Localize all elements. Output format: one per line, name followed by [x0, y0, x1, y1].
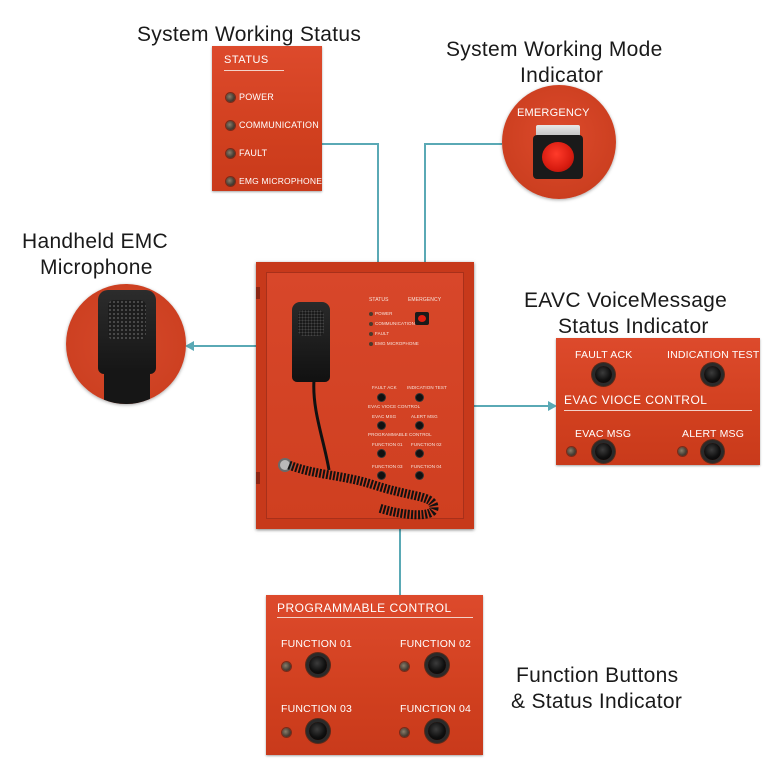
- cabinet-function-04-button[interactable]: [416, 472, 423, 479]
- cabinet-function-02: FUNCTION 02: [411, 442, 442, 447]
- caption-system-working-status: System Working Status: [137, 23, 362, 46]
- cabinet-mic-jack: [280, 460, 290, 470]
- status-led-emg-microphone: [226, 177, 235, 186]
- cabinet-function-03: FUNCTION 03: [372, 464, 403, 469]
- cabinet: STATUS POWER COMMUNICATION FAULT EMG MIC…: [256, 262, 474, 529]
- cabinet-alert-msg-button[interactable]: [416, 422, 423, 429]
- caption-func-line1: Function Buttons: [516, 664, 679, 687]
- function-03-led: [282, 728, 291, 737]
- cabinet-evac-msg-button[interactable]: [378, 422, 385, 429]
- connector-emergency-vertical: [424, 143, 426, 295]
- cabinet-function-03-button[interactable]: [378, 472, 385, 479]
- connector-emergency: [424, 143, 502, 145]
- connector-microphone: [192, 345, 292, 347]
- status-led-communication: [226, 121, 235, 130]
- microphone-detail-circle: [66, 284, 186, 404]
- cabinet-function-01-button[interactable]: [378, 450, 385, 457]
- caption-eavc-line1: EAVC VoiceMessage: [524, 289, 728, 312]
- function-03-label: FUNCTION 03: [281, 703, 353, 715]
- status-panel-title: STATUS: [224, 54, 269, 66]
- cabinet-evac-title: EVAC VIOCE CONTROL: [368, 404, 421, 409]
- status-panel: STATUS POWER COMMUNICATION FAULT EMG MIC…: [212, 46, 322, 191]
- function-02-label: FUNCTION 02: [400, 638, 472, 650]
- cabinet-emergency-button-cap: [418, 315, 426, 322]
- evac-msg-button[interactable]: [595, 443, 612, 460]
- caption-func-line2: & Status Indicator: [511, 690, 683, 713]
- emergency-detail-circle: EMERGENCY: [502, 85, 616, 199]
- fault-ack-button[interactable]: [595, 366, 612, 383]
- function-04-led: [400, 728, 409, 737]
- function-04-button[interactable]: [428, 722, 446, 740]
- cabinet-status-led-3: [369, 332, 373, 336]
- function-01-button[interactable]: [309, 656, 327, 674]
- status-label-power: POWER: [239, 92, 275, 102]
- cabinet-evac-msg: EVAC MSG: [372, 414, 397, 419]
- function-02-led: [400, 662, 409, 671]
- cabinet-function-02-button[interactable]: [416, 450, 423, 457]
- cabinet-function-01: FUNCTION 01: [372, 442, 403, 447]
- alert-msg-button[interactable]: [704, 443, 721, 460]
- cabinet-status-text-4: EMG MICROPHONE: [375, 341, 419, 346]
- indication-test-label: INDICATION TEST: [667, 349, 760, 361]
- connector-eavc-arrow: [548, 401, 557, 411]
- programmable-control-rule: [277, 617, 473, 618]
- cabinet-indication-test: INDICATION TEST: [407, 385, 447, 390]
- status-led-fault: [226, 149, 235, 158]
- fault-ack-label: FAULT ACK: [575, 349, 633, 361]
- connector-eavc: [438, 405, 550, 407]
- alert-msg-led: [678, 447, 687, 456]
- connector-status: [322, 143, 378, 145]
- caption-mic-line2: Microphone: [40, 256, 153, 279]
- alert-msg-label: ALERT MSG: [682, 428, 745, 440]
- cabinet-hinge-bottom: [256, 472, 260, 484]
- microphone-handle: [104, 372, 150, 404]
- cabinet-fault-ack-button[interactable]: [378, 394, 385, 401]
- eavc-panel: FAULT ACK INDICATION TEST EVAC VIOCE CON…: [556, 338, 760, 465]
- status-led-power: [226, 93, 235, 102]
- cabinet-microphone-grille: [298, 310, 324, 336]
- emergency-button[interactable]: [542, 142, 574, 172]
- cabinet-status-text-2: COMMUNICATION: [375, 321, 415, 326]
- function-04-label: FUNCTION 04: [400, 703, 472, 715]
- cabinet-function-04: FUNCTION 04: [411, 464, 442, 469]
- programmable-control-panel: PROGRAMMABLE CONTROL FUNCTION 01 FUNCTIO…: [266, 595, 483, 755]
- status-label-communication: COMMUNICATION: [239, 120, 319, 130]
- cabinet-programmable-title: PROGRAMMABLE CONTROL: [368, 432, 432, 437]
- function-02-button[interactable]: [428, 656, 446, 674]
- connector-microphone-arrow: [185, 341, 194, 351]
- microphone-grille: [108, 300, 146, 340]
- evac-voice-control-title: EVAC VIOCE CONTROL: [564, 393, 708, 407]
- status-label-emg-microphone: EMG MICROPHONE: [239, 176, 323, 186]
- cabinet-emergency-button[interactable]: [415, 312, 429, 325]
- function-01-label: FUNCTION 01: [281, 638, 353, 650]
- indication-test-button[interactable]: [704, 366, 721, 383]
- cabinet-status-text-3: FAULT: [375, 331, 390, 336]
- emergency-label: EMERGENCY: [517, 107, 590, 119]
- function-03-button[interactable]: [309, 722, 327, 740]
- status-panel-rule: [224, 70, 284, 71]
- cabinet-indication-test-button[interactable]: [416, 394, 423, 401]
- status-label-fault: FAULT: [239, 148, 268, 158]
- evac-voice-control-rule: [564, 410, 752, 411]
- cabinet-status-led-2: [369, 322, 373, 326]
- cabinet-status-led-1: [369, 312, 373, 316]
- cabinet-coiled-cord: [287, 380, 439, 520]
- function-01-led: [282, 662, 291, 671]
- cabinet-fault-ack: FAULT ACK: [372, 385, 397, 390]
- cabinet-hinge-top: [256, 287, 260, 299]
- cabinet-alert-msg: ALERT MSG: [411, 414, 438, 419]
- cabinet-status-text-1: POWER: [375, 311, 393, 316]
- caption-mode-line1: System Working Mode: [446, 38, 663, 61]
- programmable-control-title: PROGRAMMABLE CONTROL: [277, 601, 452, 615]
- caption-mic-line1: Handheld EMC: [22, 230, 169, 253]
- caption-mode-line2: Indicator: [520, 64, 604, 87]
- cabinet-status-led-4: [369, 342, 373, 346]
- cabinet-emergency-label: EMERGENCY: [408, 297, 442, 303]
- connector-programmable: [399, 470, 401, 596]
- evac-msg-led: [567, 447, 576, 456]
- caption-eavc-line2: Status Indicator: [558, 315, 709, 338]
- evac-msg-label: EVAC MSG: [575, 428, 632, 440]
- connector-status-vertical: [377, 143, 379, 293]
- cabinet-status-title: STATUS: [369, 297, 389, 303]
